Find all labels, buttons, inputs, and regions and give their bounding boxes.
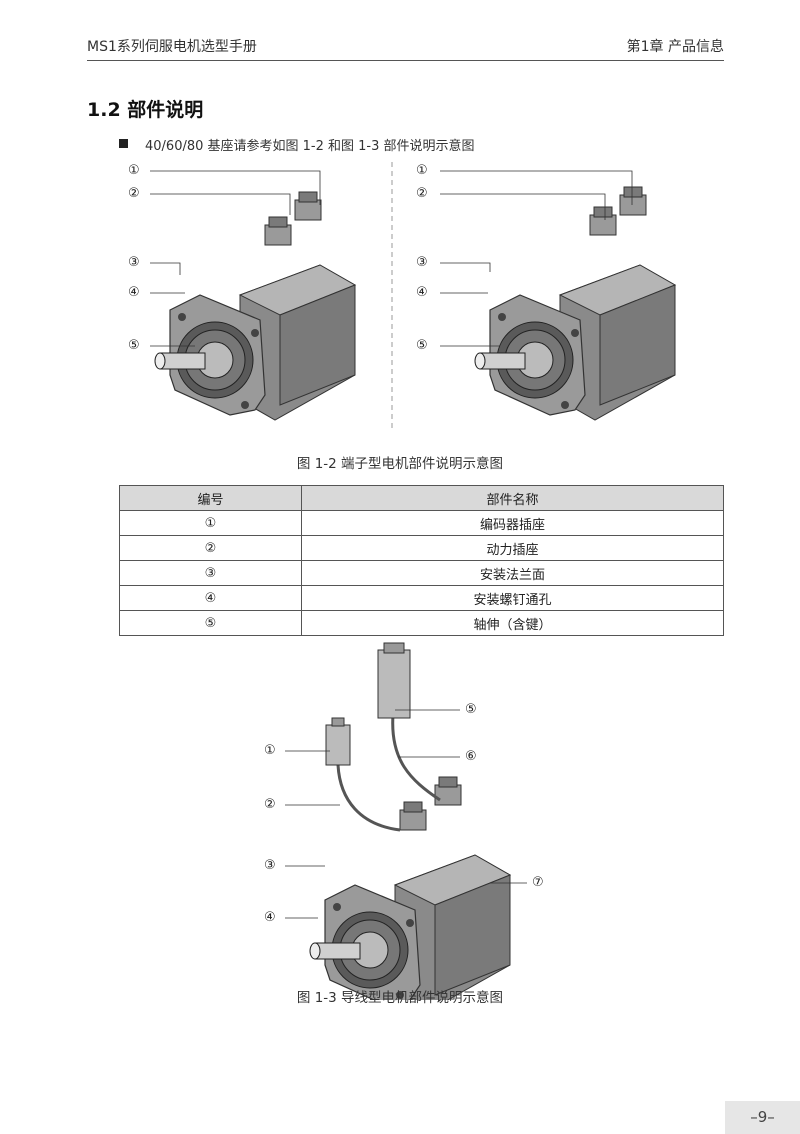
callout-1-left: ① xyxy=(128,163,140,178)
callout-3-left: ③ xyxy=(128,255,140,270)
callout-5-lead: ⑤ xyxy=(465,702,477,717)
callout-3-lead: ③ xyxy=(264,858,276,873)
table-header-row: 编号 部件名称 xyxy=(119,485,724,511)
figure-1-3-caption: 图 1-3 导线型电机部件说明示意图 xyxy=(296,990,504,1006)
bullet-square-icon xyxy=(119,139,128,148)
callout-6-lead: ⑥ xyxy=(465,749,477,764)
callout-2-left: ② xyxy=(128,186,140,201)
part-number: ③ xyxy=(119,560,302,586)
callout-4-lead: ④ xyxy=(264,910,276,925)
section-title: 1.2 部件说明 xyxy=(87,99,204,121)
callout-3-right: ③ xyxy=(416,255,428,270)
table-row: ③ 安装法兰面 xyxy=(119,560,724,586)
callout-4-right: ④ xyxy=(416,285,428,300)
part-name: 安装法兰面 xyxy=(301,560,724,586)
callout-2-lead: ② xyxy=(264,797,276,812)
callout-5-right: ⑤ xyxy=(416,338,428,353)
callout-1-right: ① xyxy=(416,163,428,178)
bullet-text: 40/60/80 基座请参考如图 1-2 和图 1-3 部件说明示意图 xyxy=(145,139,475,154)
callout-1-lead: ① xyxy=(264,743,276,758)
page-number: –9– xyxy=(725,1101,800,1134)
parts-table: 编号 部件名称 ① 编码器插座 ② 动力插座 ③ 安装法兰面 ④ 安装螺钉通孔 … xyxy=(119,485,724,636)
part-name: 动力插座 xyxy=(301,535,724,561)
figure-1-3 xyxy=(285,642,527,1000)
callout-5-left: ⑤ xyxy=(128,338,140,353)
chapter-title: 第1章 产品信息 xyxy=(626,39,724,55)
callout-2-right: ② xyxy=(416,186,428,201)
column-header-name: 部件名称 xyxy=(301,485,724,511)
table-row: ② 动力插座 xyxy=(119,535,724,561)
table-row: ⑤ 轴伸（含键） xyxy=(119,610,724,636)
callout-4-left: ④ xyxy=(128,285,140,300)
figure-1-2-caption: 图 1-2 端子型电机部件说明示意图 xyxy=(296,456,504,472)
header-divider xyxy=(87,60,724,61)
part-number: ② xyxy=(119,535,302,561)
lead-wire-motor-drawing xyxy=(309,776,511,1000)
figure-1-2 xyxy=(150,162,676,430)
part-name: 轴伸（含键） xyxy=(301,610,724,636)
manual-title: MS1系列伺服电机选型手册 xyxy=(87,39,257,55)
callout-7-lead: ⑦ xyxy=(532,875,544,890)
